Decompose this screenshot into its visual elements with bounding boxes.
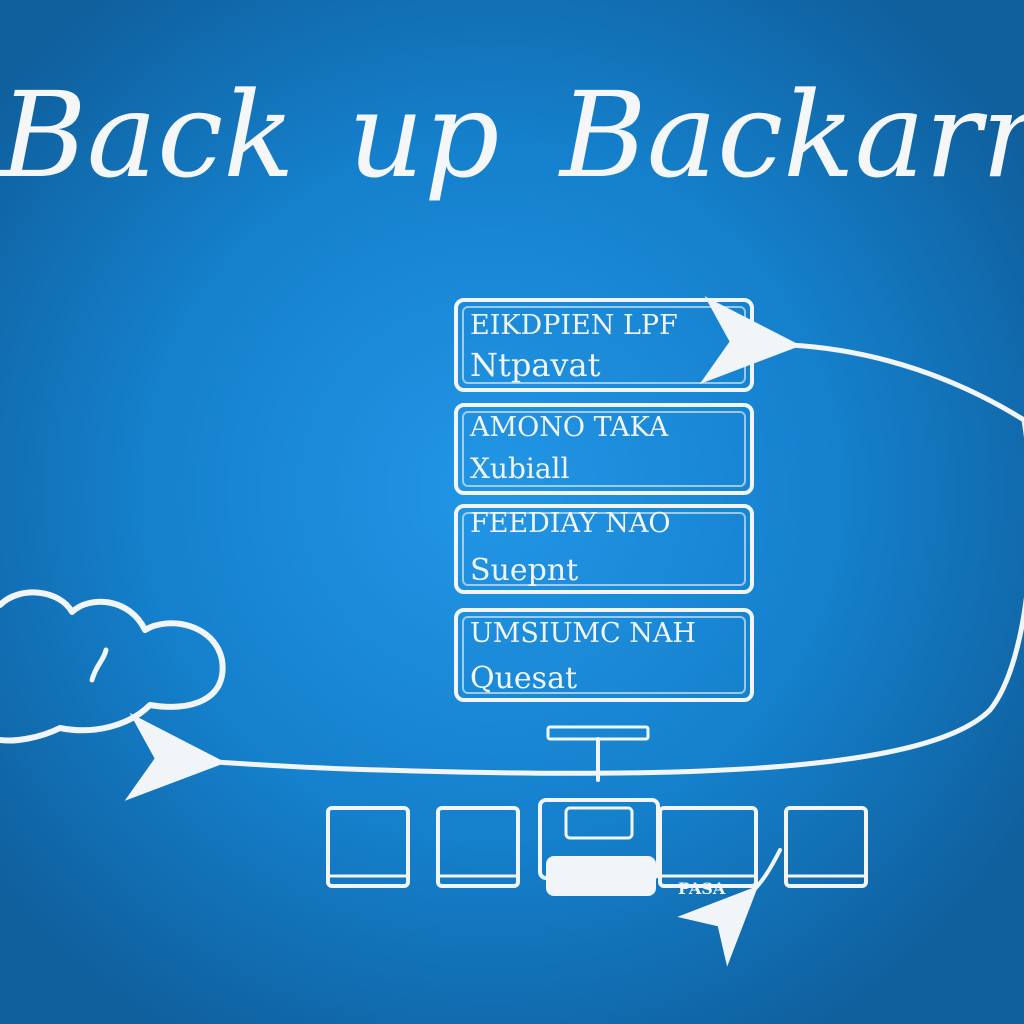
stack-item-4-line1: UMSIUMC NAH: [470, 618, 696, 649]
title-word-1: Back: [0, 66, 295, 204]
title-word-2: up: [348, 66, 500, 204]
page-title: Back up Backarr: [0, 66, 1024, 204]
monitor-icon: [784, 806, 868, 888]
server-icon: [546, 856, 656, 896]
stack-item-2-line2: Xubiall: [470, 452, 569, 485]
arrow-icon: [677, 848, 782, 967]
cloud-icon: [0, 589, 226, 744]
stack-item-1-line1: EIKDPIEN LPF: [470, 310, 678, 341]
stack-item-2: AMONO TAKA Xubiall: [454, 403, 754, 495]
device-row: PASA: [326, 798, 868, 967]
stack-item-3-line1: FEEDIAY NAO: [470, 508, 671, 539]
stack-item-4: UMSIUMC NAH Quesat: [454, 608, 754, 702]
stack-item-2-line1: AMONO TAKA: [469, 412, 669, 443]
stack-item-3-line2: Suepnt: [470, 553, 578, 588]
stack-item-4-line2: Quesat: [470, 661, 577, 696]
stack-item-3: FEEDIAY NAO Suepnt: [454, 504, 754, 594]
backup-loop-arrow: [124, 296, 1024, 801]
laptop-icon: [538, 798, 660, 896]
monitor-icon: [436, 806, 520, 888]
arrow-icon: [699, 296, 1024, 423]
stack-item-1-line2: Ntpavat: [470, 346, 601, 384]
device-small-label: PASA: [678, 879, 726, 898]
monitor-icon: [326, 806, 410, 888]
title-word-3: Backarr: [558, 66, 1024, 204]
